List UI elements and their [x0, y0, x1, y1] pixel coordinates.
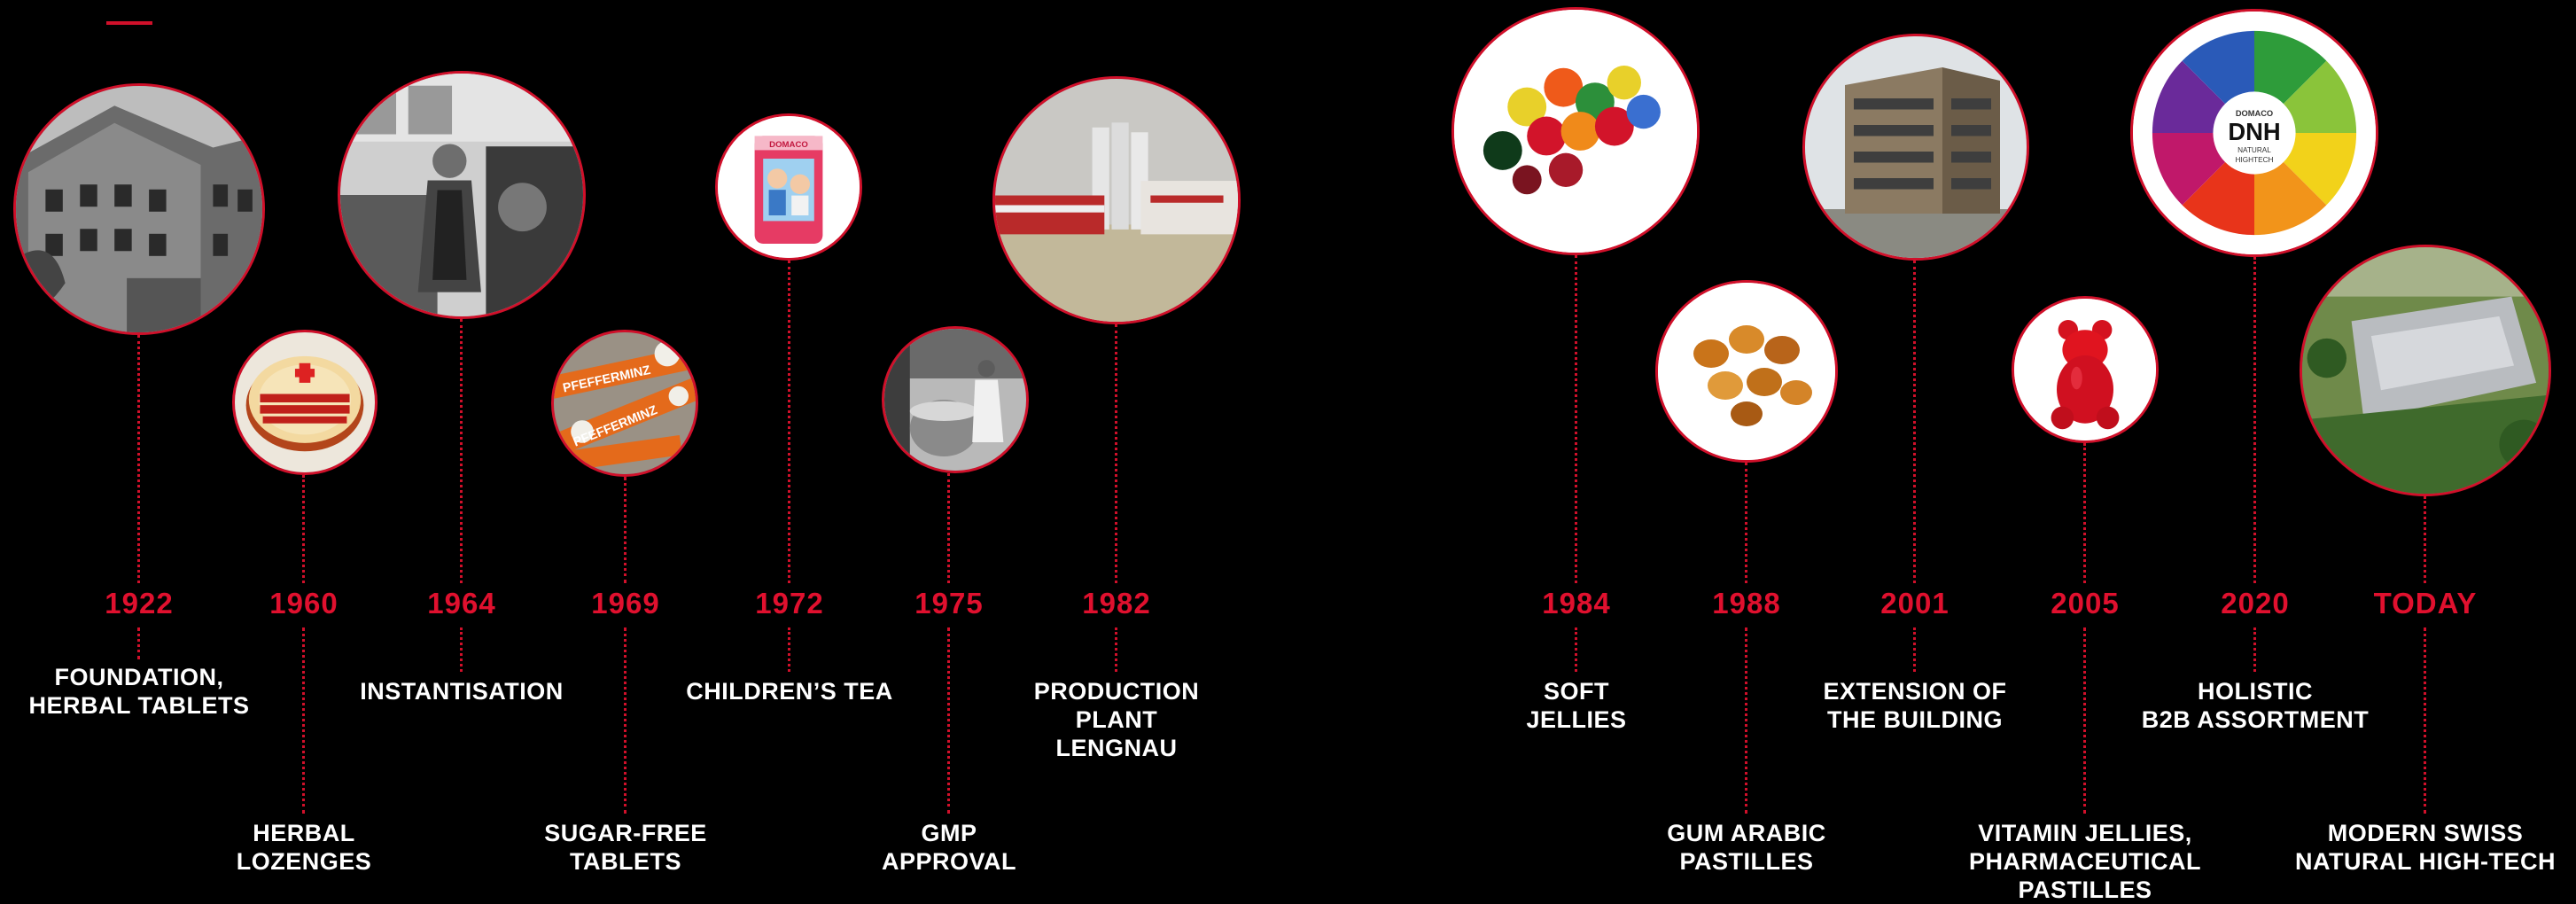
connector-2001 — [1913, 261, 1916, 583]
photo-lozenge-tin — [232, 330, 377, 475]
connector-1982 — [1115, 324, 1117, 583]
year-today: TODAY — [2373, 587, 2478, 620]
label-2020: HOLISTIC B2B ASSORTMENT — [2122, 677, 2388, 734]
connector-2005 — [2083, 443, 2086, 583]
year-1975: 1975 — [914, 587, 984, 620]
year-2020: 2020 — [2221, 587, 2290, 620]
label-1988: GUM ARABIC PASTILLES — [1614, 819, 1879, 876]
year-2001: 2001 — [1880, 587, 1950, 620]
svg-text:DOMACO: DOMACO — [769, 140, 808, 150]
connector-1922-label — [137, 627, 140, 659]
connector-1960-label — [302, 627, 305, 814]
label-1975: GMP APPROVAL — [816, 819, 1082, 876]
label-2001: EXTENSION OF THE BUILDING — [1782, 677, 2048, 734]
svg-text:DOMACO: DOMACO — [2236, 109, 2273, 118]
photo-office-building — [1802, 34, 2029, 261]
connector-1975-label — [947, 627, 950, 814]
connector-2005-label — [2083, 627, 2086, 814]
label-2005: VITAMIN JELLIES, PHARMACEUTICAL PASTILLE… — [1952, 819, 2218, 904]
label-1960: HERBAL LOZENGES — [171, 819, 437, 876]
label-1982: PRODUCTION PLANT LENGNAU — [984, 677, 1249, 762]
connector-1972-label — [788, 627, 790, 672]
photo-aerial-facility — [2300, 245, 2551, 496]
photo-historic-building — [13, 83, 265, 335]
label-1922: FOUNDATION, HERBAL TABLETS — [6, 663, 272, 720]
connector-2001-label — [1913, 627, 1916, 672]
label-today: MODERN SWISS NATURAL HIGH-TECH — [2292, 819, 2558, 876]
svg-text:HIGHTECH: HIGHTECH — [2236, 156, 2274, 164]
connector-1975 — [947, 473, 950, 583]
label-1972: CHILDREN’S TEA — [657, 677, 922, 705]
year-1988: 1988 — [1712, 587, 1781, 620]
accent-bar — [106, 21, 152, 25]
photo-plant-lengnau — [992, 76, 1241, 324]
year-1964: 1964 — [427, 587, 496, 620]
connector-1988 — [1745, 463, 1747, 583]
connector-2020-label — [2253, 627, 2256, 672]
connector-1922 — [137, 335, 140, 583]
photo-pfefferminz-packs: PFEFFERMINZ PFEFFERMINZ — [551, 330, 698, 477]
year-1984: 1984 — [1542, 587, 1611, 620]
label-1984: SOFT JELLIES — [1444, 677, 1709, 734]
photo-gummy-bears — [1451, 7, 1700, 255]
connector-1964 — [460, 319, 463, 583]
connector-1964-label — [460, 627, 463, 672]
connector-1960 — [302, 475, 305, 583]
connector-today-label — [2424, 627, 2426, 814]
connector-1982-label — [1115, 627, 1117, 672]
photo-dnh-color-wheel: DOMACO DNH NATURAL HIGHTECH — [2130, 9, 2378, 257]
year-1922: 1922 — [105, 587, 174, 620]
connector-1969-label — [624, 627, 626, 814]
year-1982: 1982 — [1082, 587, 1151, 620]
label-1969: SUGAR-FREE TABLETS — [493, 819, 759, 876]
photo-amber-pastilles — [1655, 280, 1838, 463]
connector-1984-label — [1575, 627, 1577, 672]
connector-2020 — [2253, 257, 2256, 583]
connector-1972 — [788, 261, 790, 583]
connector-today — [2424, 496, 2426, 583]
connector-1988-label — [1745, 627, 1747, 814]
year-1969: 1969 — [591, 587, 660, 620]
photo-gmp-worker — [882, 326, 1029, 473]
svg-text:DNH: DNH — [2228, 118, 2280, 145]
photo-red-gummy-bear — [2012, 296, 2159, 443]
connector-1984 — [1575, 255, 1577, 583]
year-1960: 1960 — [269, 587, 339, 620]
year-1972: 1972 — [755, 587, 824, 620]
svg-text:NATURAL: NATURAL — [2237, 146, 2271, 154]
photo-factory-worker — [338, 71, 586, 319]
connector-1969 — [624, 477, 626, 583]
year-2005: 2005 — [2051, 587, 2120, 620]
label-1964: INSTANTISATION — [329, 677, 595, 705]
photo-childrens-tea-can: DOMACO — [715, 113, 862, 261]
